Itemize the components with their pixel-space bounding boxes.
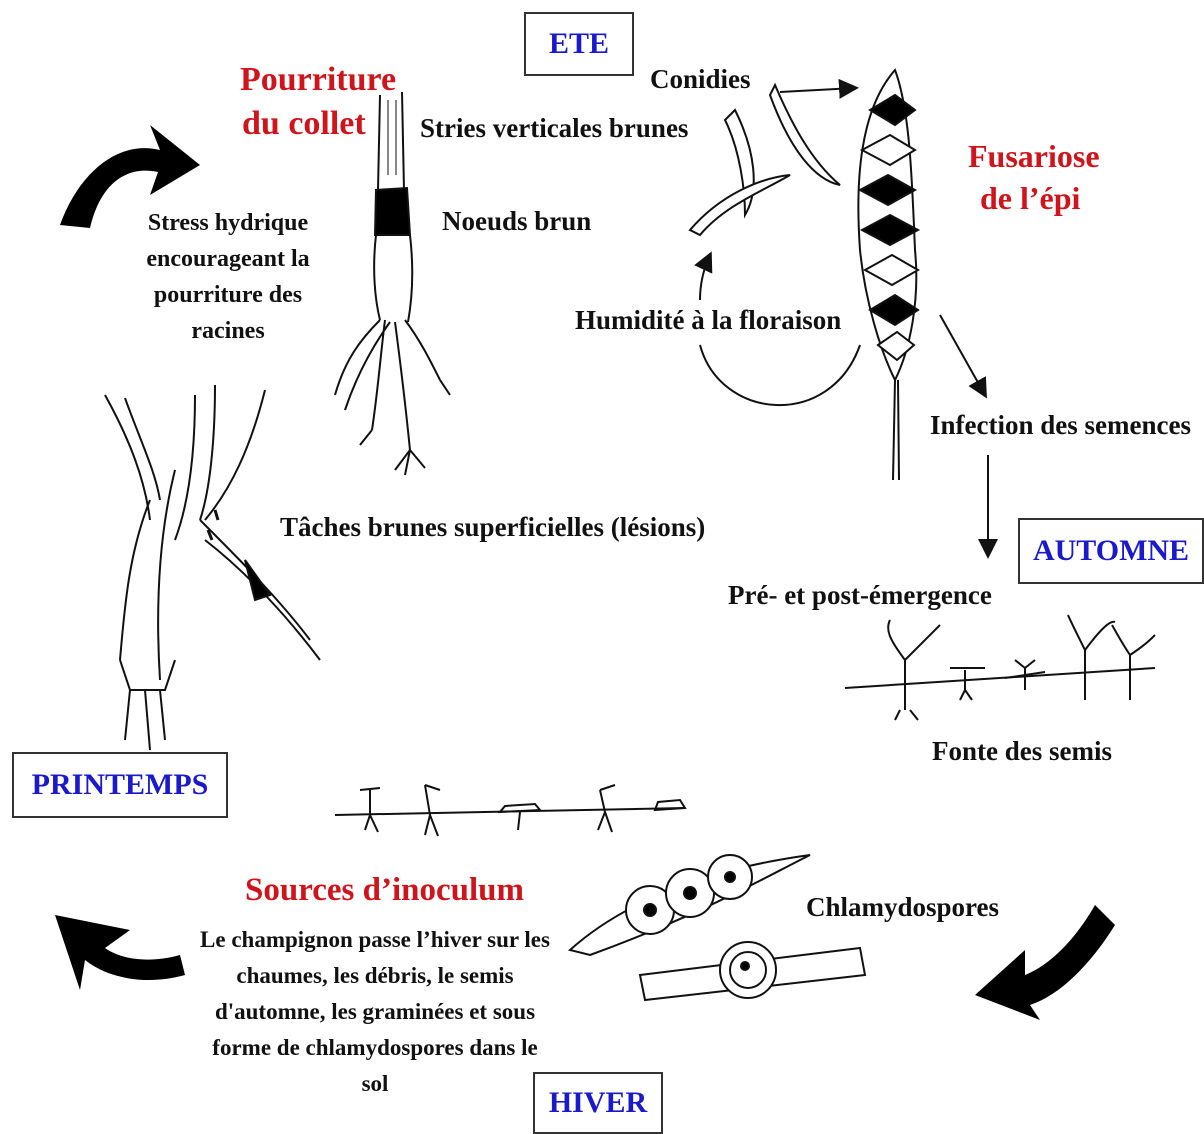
water-stress-label: Stress hydrique encourageant la pourritu… xyxy=(138,205,318,349)
damping-off-label: Fonte des semis xyxy=(932,736,1112,767)
conidia-illustration xyxy=(690,85,840,235)
winter-seedlings-illustration xyxy=(335,785,685,836)
spring-plant-lesion-illustration xyxy=(105,385,320,750)
crown-rot-title-line1: Pourriture xyxy=(240,60,396,99)
overwintering-description: Le champignon passe l’hiver sur les chau… xyxy=(200,922,550,1102)
inoculum-sources-title: Sources d’inoculum xyxy=(245,872,524,910)
conidia-label: Conidies xyxy=(650,64,751,95)
surface-spots-label: Tâches brunes superficielles (lésions) xyxy=(280,512,705,543)
brown-nodes-label: Noeuds brun xyxy=(442,206,591,237)
emergence-label: Pré- et post-émergence xyxy=(728,580,992,611)
vertical-streaks-label: Stries verticales brunes xyxy=(420,113,688,144)
crown-rot-plant-illustration xyxy=(335,92,450,475)
wheat-ear-illustration xyxy=(858,70,918,480)
season-winter-label: HIVER xyxy=(549,1086,647,1120)
season-spring-label: PRINTEMPS xyxy=(32,768,209,802)
flowering-humidity-label: Humidité à la floraison xyxy=(575,305,841,336)
season-summer-label: ETE xyxy=(549,27,609,61)
cycle-arrow-bottom-left xyxy=(55,915,185,990)
chlamydospores-label: Chlamydospores xyxy=(806,892,999,923)
season-autumn-box: AUTOMNE xyxy=(1018,518,1204,584)
seed-infection-label: Infection des semences xyxy=(930,410,1191,441)
head-blight-title-line1: Fusariose xyxy=(968,138,1100,175)
chlamydospores-illustration xyxy=(570,855,865,1000)
season-autumn-label: AUTOMNE xyxy=(1033,534,1189,568)
seedlings-illustration xyxy=(845,615,1155,720)
crown-rot-title-line2: du collet xyxy=(242,104,366,143)
season-spring-box: PRINTEMPS xyxy=(12,752,228,818)
season-winter-box: HIVER xyxy=(533,1072,663,1134)
season-summer-box: ETE xyxy=(524,12,634,76)
head-blight-title-line2: de l’épi xyxy=(980,180,1080,217)
